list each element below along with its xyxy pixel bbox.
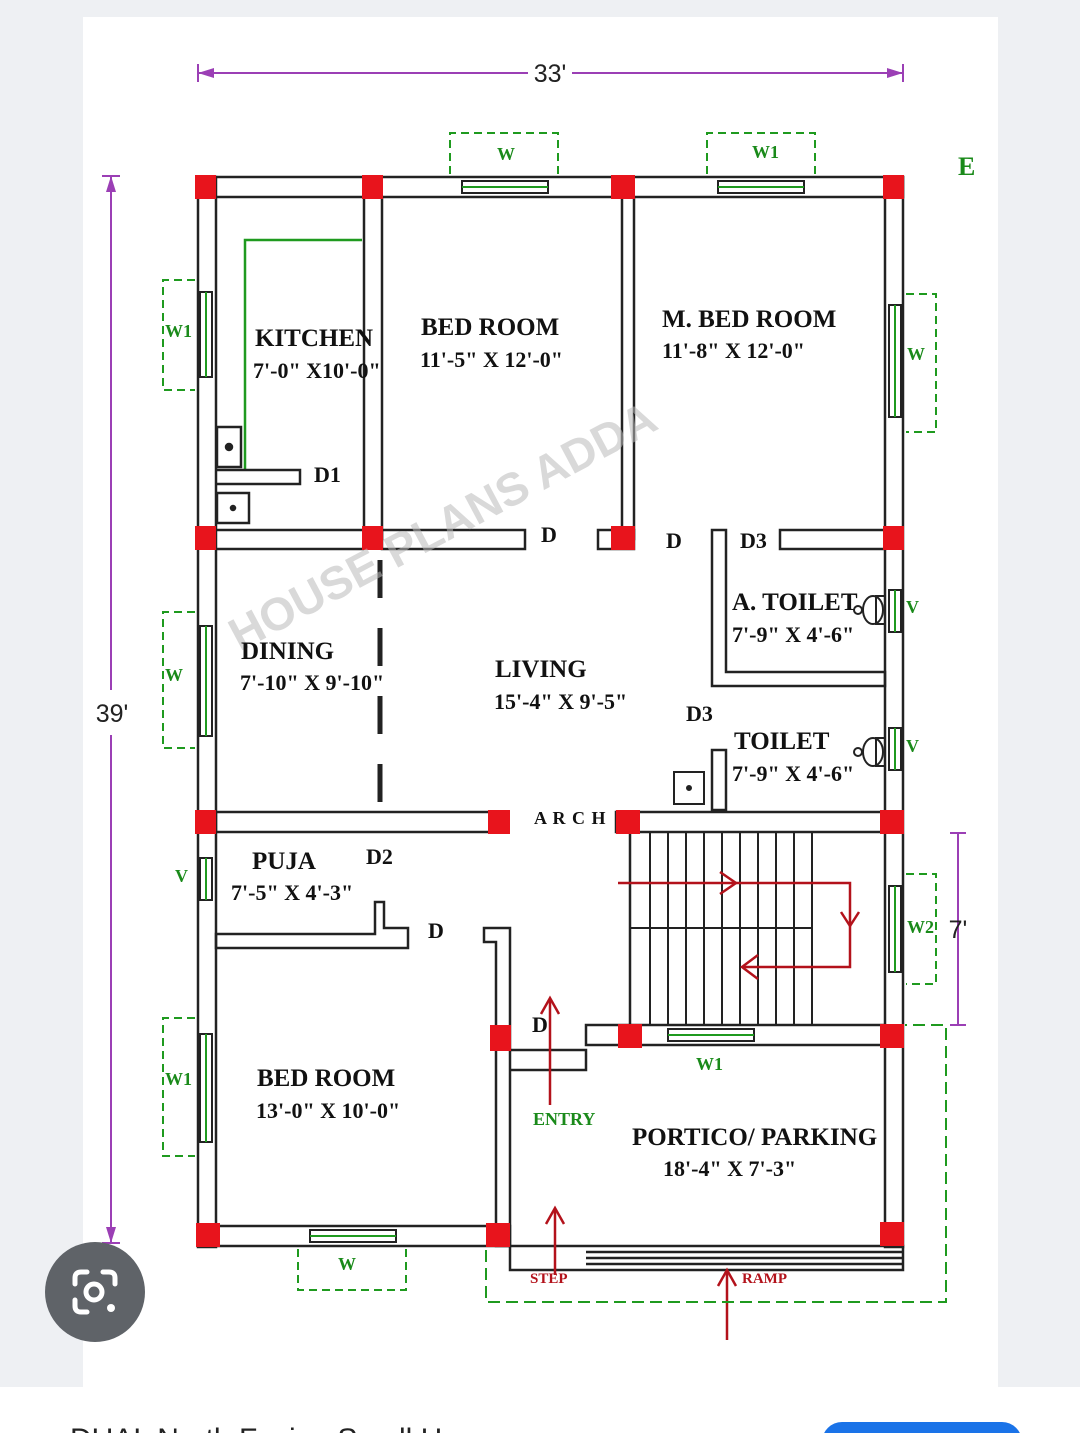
ramp-label: RAMP	[742, 1271, 787, 1287]
columns	[195, 175, 904, 1247]
room-size: 7'-0" X10'-0"	[253, 358, 381, 383]
window-label: V	[906, 736, 919, 756]
door-label: D	[666, 528, 682, 553]
window-label: V	[175, 866, 188, 886]
room-name: DINING	[241, 638, 334, 665]
arch-label: A R C H	[534, 808, 607, 828]
kitchen-platform	[215, 425, 302, 525]
staircase	[630, 832, 813, 1025]
room-master-bed-room: M. BED ROOM 11'-8" X 12'-0"	[662, 306, 836, 363]
door-label: D	[428, 918, 444, 943]
kitchen-counter	[243, 238, 362, 470]
room-size: 11'-8" X 12'-0"	[662, 338, 805, 363]
door-label: D2	[366, 844, 393, 869]
room-size: 7'-10" X 9'-10"	[240, 670, 384, 695]
room-size: 15'-4" X 9'-5"	[494, 689, 627, 714]
stair-dimension	[950, 832, 966, 1026]
room-dining: DINING 7'-10" X 9'-10"	[240, 638, 384, 695]
room-name: BED ROOM	[421, 314, 559, 341]
room-size: 7'-9" X 4'-6"	[732, 622, 854, 647]
floor-plan-image: 33' 39' 7' E	[83, 17, 998, 1387]
window-label: W1	[165, 1069, 192, 1089]
window-label: W	[907, 344, 925, 364]
door-labels: D1 D D D3 D3 D2 D D	[314, 462, 767, 1037]
room-bed-room-1: BED ROOM 11'-5" X 12'-0"	[420, 314, 563, 372]
width-label: 33'	[534, 60, 567, 88]
room-toilet: TOILET 7'-9" X 4'-6"	[732, 728, 854, 786]
entry-label: ENTRY	[533, 1109, 595, 1129]
toilet-fixtures	[673, 595, 886, 805]
door-label: D	[541, 522, 557, 547]
room-name: LIVING	[495, 656, 587, 683]
room-size: 11'-5" X 12'-0"	[420, 347, 563, 372]
result-title[interactable]: DUAL North Facing Small Ho...	[70, 1423, 484, 1433]
watermark: HOUSE PLANS ADDA	[220, 391, 665, 660]
room-size: 7'-9" X 4'-6"	[732, 761, 854, 786]
window-labels: W W1 W1 W W V V V W2 W1 W1 W	[165, 142, 934, 1274]
room-name: M. BED ROOM	[662, 306, 836, 333]
door-label: D	[532, 1012, 548, 1037]
room-portico-parking: PORTICO/ PARKING 18'-4" X 7'-3"	[632, 1124, 877, 1181]
door-label: D3	[686, 701, 713, 726]
window-label: W1	[752, 142, 779, 162]
lens-camera-icon	[72, 1269, 118, 1315]
window-label: V	[906, 597, 919, 617]
bottom-result-bar: DUAL North Facing Small Ho...	[0, 1387, 1080, 1433]
window-label: W	[338, 1254, 356, 1274]
room-name: PUJA	[252, 848, 316, 875]
room-name: A. TOILET	[732, 589, 858, 616]
lens-search-button[interactable]	[45, 1242, 145, 1342]
window-label: W1	[696, 1054, 723, 1074]
height-dimension	[102, 175, 120, 1244]
window-label: W	[497, 144, 515, 164]
room-name: KITCHEN	[255, 325, 373, 352]
room-name: TOILET	[734, 728, 830, 755]
step-label: STEP	[530, 1271, 568, 1287]
window-label: W	[165, 665, 183, 685]
door-label: D3	[740, 528, 767, 553]
room-name: BED ROOM	[257, 1065, 395, 1092]
window-label: W2	[907, 917, 934, 937]
stair-dimension-label: 7'	[949, 916, 968, 944]
room-size: 18'-4" X 7'-3"	[663, 1156, 796, 1181]
room-attached-toilet: A. TOILET 7'-9" X 4'-6"	[732, 589, 858, 647]
stair-arrow	[618, 870, 861, 980]
room-puja: PUJA 7'-5" X 4'-3"	[231, 848, 353, 905]
entry-arrows	[539, 995, 738, 1340]
corner-label: E	[958, 152, 975, 181]
room-living: LIVING 15'-4" X 9'-5"	[494, 656, 627, 714]
room-size: 13'-0" X 10'-0"	[256, 1098, 400, 1123]
windows	[162, 132, 947, 1303]
window-label: W1	[165, 321, 192, 341]
room-size: 7'-5" X 4'-3"	[231, 880, 353, 905]
room-name: PORTICO/ PARKING	[632, 1124, 877, 1151]
room-kitchen: KITCHEN 7'-0" X10'-0"	[253, 325, 381, 383]
width-dimension	[197, 64, 904, 82]
visit-button[interactable]	[822, 1422, 1022, 1433]
room-bed-room-2: BED ROOM 13'-0" X 10'-0"	[256, 1065, 400, 1123]
door-label: D1	[314, 462, 341, 487]
height-label: 39'	[96, 700, 129, 728]
